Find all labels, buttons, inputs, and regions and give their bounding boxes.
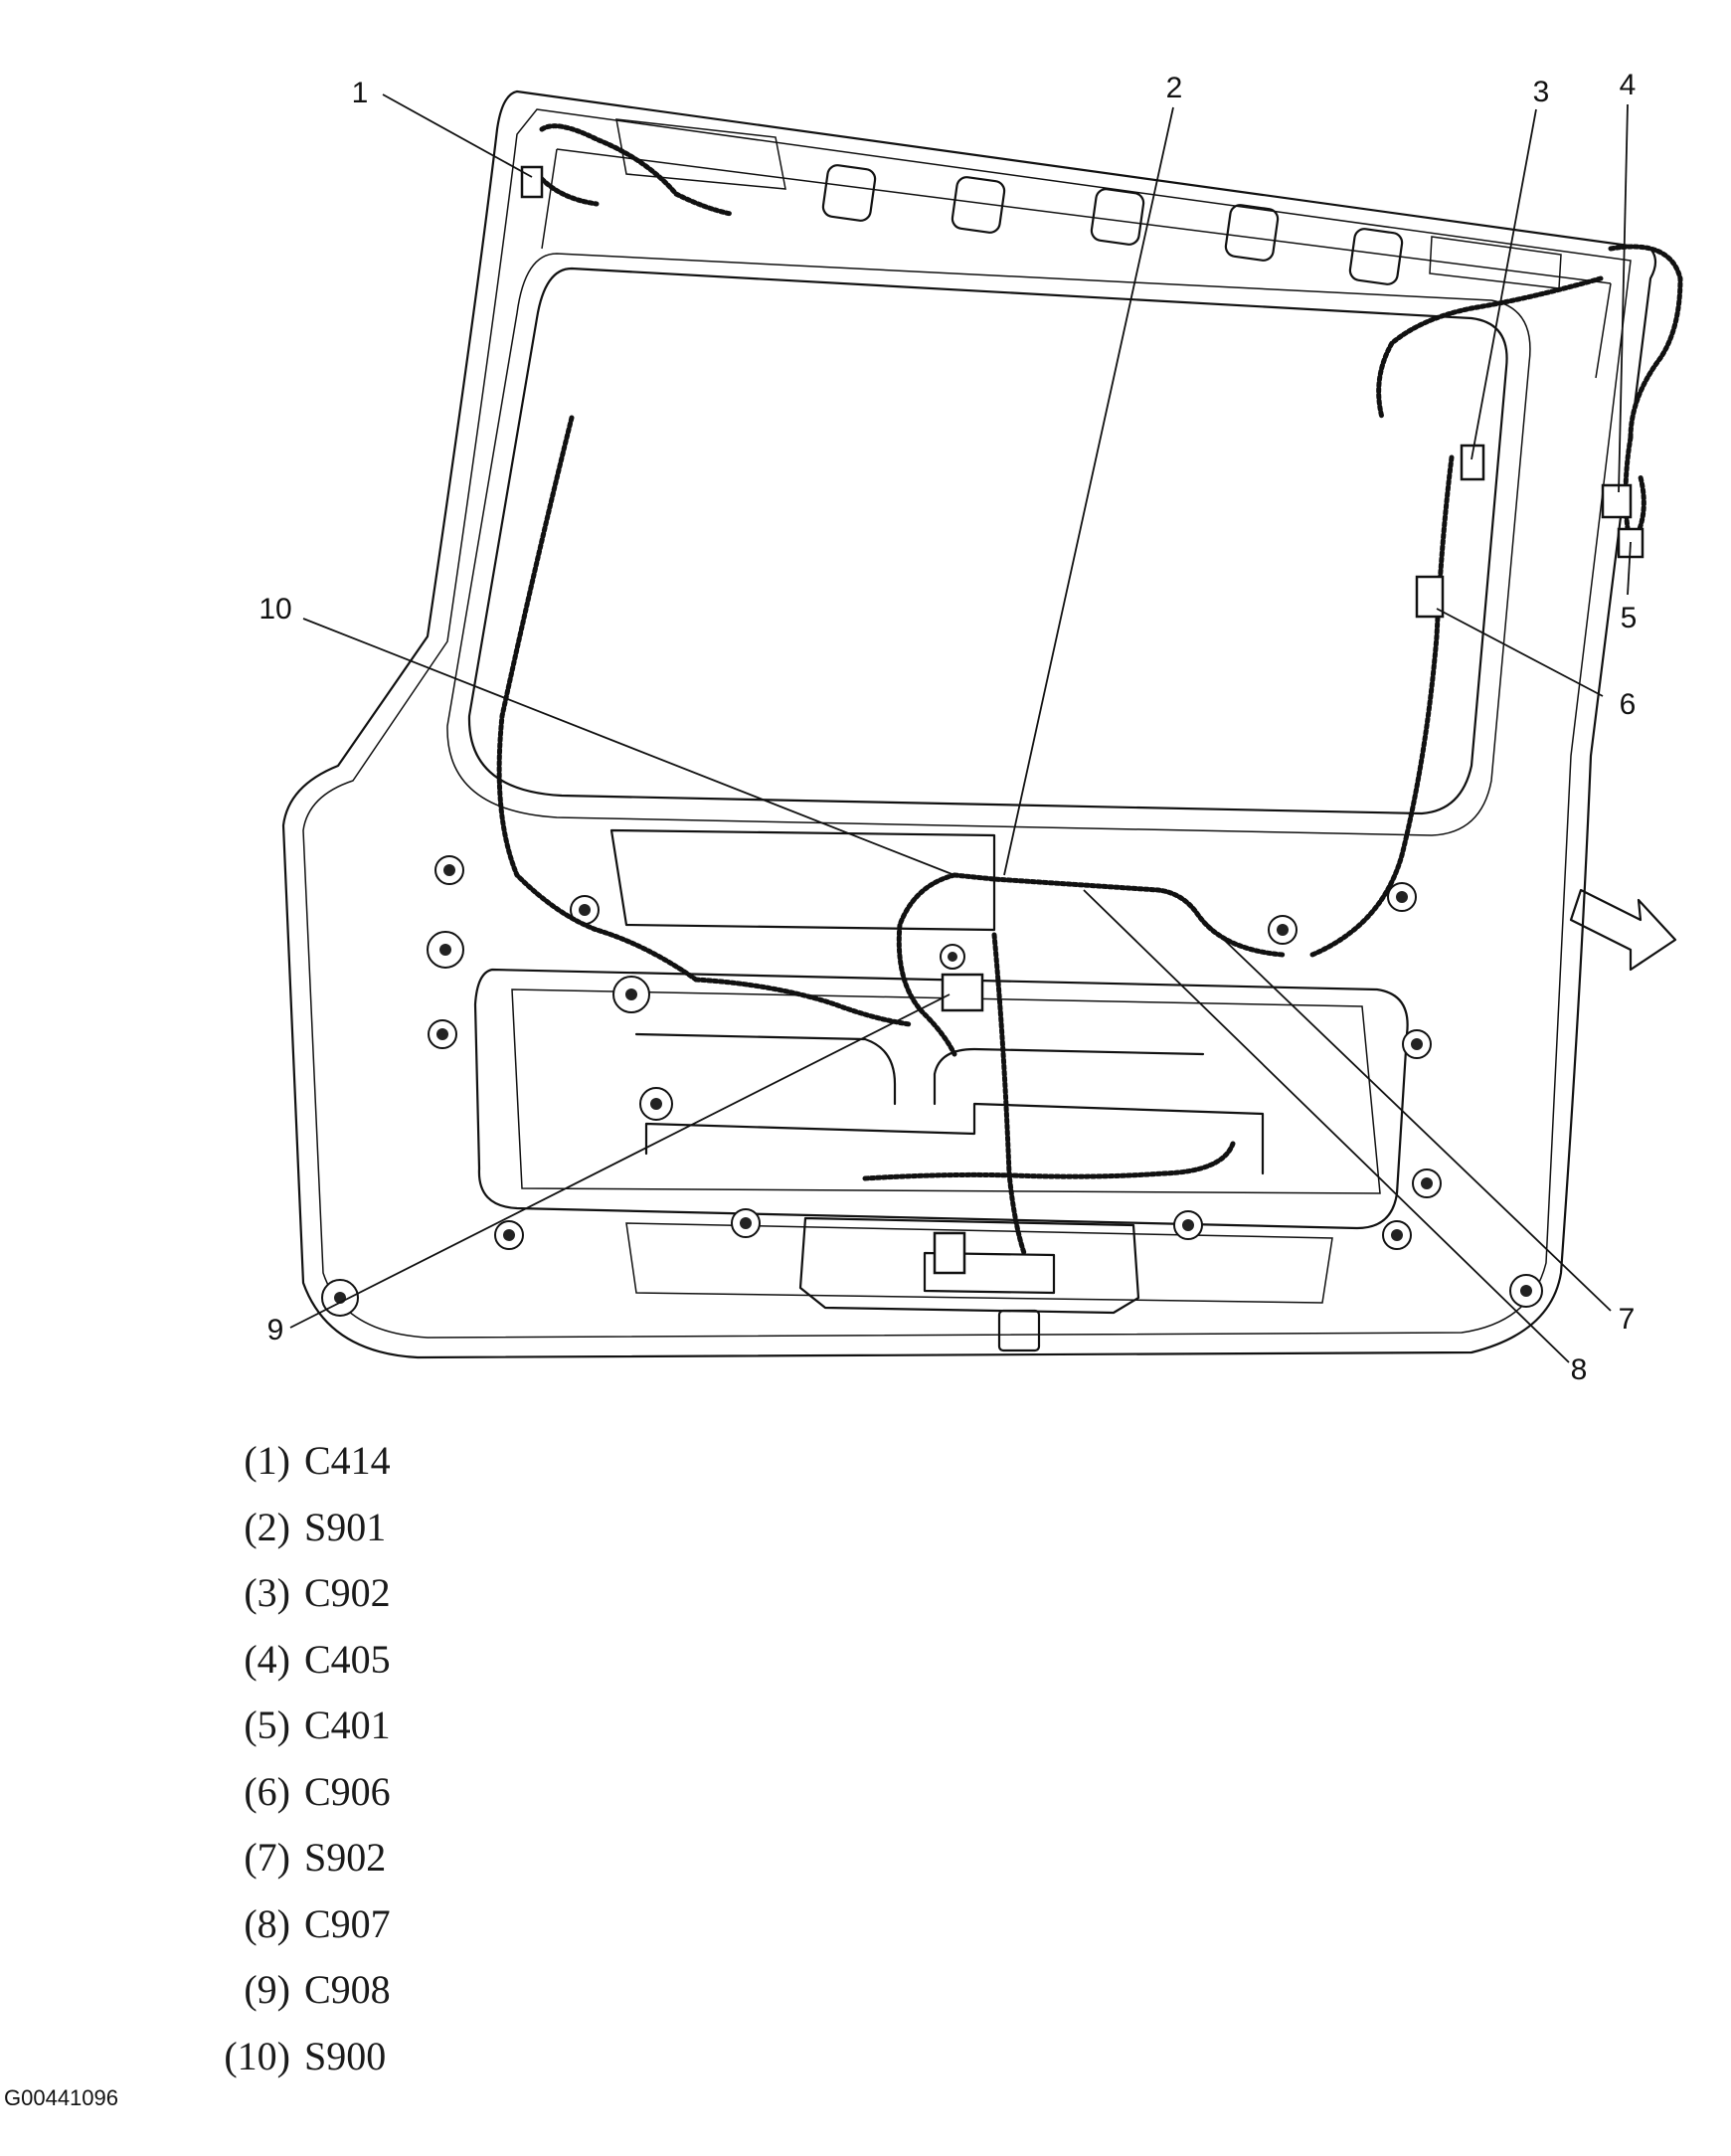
bolt [1382, 1220, 1412, 1250]
callout-4: 4 [1620, 69, 1637, 101]
bolt [940, 944, 965, 970]
legend-code: S902 [304, 1835, 387, 1880]
leader-5 [1627, 541, 1632, 596]
legend-item: (2)S901 [244, 1504, 387, 1549]
legend-item: (1)C414 [244, 1438, 391, 1483]
arrow-icon [1569, 888, 1677, 972]
leader-lines [289, 93, 1632, 1363]
legend-code: C908 [304, 1967, 391, 2012]
leader-1 [382, 93, 533, 178]
leader-4 [1618, 103, 1629, 493]
legend-item: (8)C907 [244, 1900, 391, 1946]
callout-numbers: 1 2 3 4 5 6 7 8 9 10 [259, 69, 1637, 1386]
leader-8 [1083, 889, 1570, 1363]
bolt [1173, 1210, 1203, 1240]
legend-code: C414 [304, 1438, 391, 1483]
component-legend: (1)C414 (2)S901 (3)C902 (4)C405 (5)C401 … [199, 1437, 391, 2098]
legend-code: C405 [304, 1636, 391, 1682]
window-glass [446, 253, 1531, 836]
bolt [1509, 1274, 1543, 1308]
fasteners [321, 855, 1543, 1317]
bolt [1268, 915, 1298, 945]
connector-c908-body [941, 973, 984, 1012]
connector-c405-body [1601, 483, 1633, 519]
leader-6 [1436, 608, 1604, 697]
bolt [427, 931, 464, 969]
leader-7 [1197, 914, 1612, 1312]
legend-item: (7)S902 [244, 1835, 387, 1880]
callout-3: 3 [1533, 76, 1550, 108]
legend-code: S900 [304, 2033, 387, 2078]
legend-code: C401 [304, 1703, 391, 1747]
bolt [428, 1019, 457, 1049]
bolt [434, 855, 464, 885]
liftgate-wiring-diagram: 1 2 3 4 5 6 7 8 9 10 [259, 69, 1683, 1386]
legend-code: C907 [304, 1900, 391, 1946]
legend-item: (6)C906 [244, 1768, 391, 1814]
legend-item: (10)S900 [224, 2033, 387, 2078]
bolt [639, 1087, 673, 1121]
callout-2: 2 [1166, 72, 1183, 104]
legend-item: (5)C401 [244, 1703, 391, 1747]
callout-6: 6 [1620, 688, 1637, 721]
leader-10 [302, 618, 955, 876]
bolt [1387, 882, 1417, 912]
connector-latch-body [933, 1231, 966, 1275]
legend-code: C906 [304, 1768, 391, 1814]
callout-8: 8 [1571, 1353, 1588, 1386]
legend-item: (4)C405 [244, 1636, 391, 1682]
bolt [321, 1279, 359, 1317]
bolt [612, 976, 650, 1013]
connector-c902-body [1460, 444, 1485, 481]
bolt [1412, 1168, 1442, 1198]
callout-9: 9 [267, 1314, 284, 1347]
latch-assembly [798, 1216, 1140, 1352]
liftgate-outline [281, 90, 1657, 1359]
callout-5: 5 [1621, 602, 1638, 634]
legend-code: C902 [304, 1570, 391, 1615]
leader-9 [289, 993, 951, 1329]
legend-code: S901 [304, 1504, 387, 1549]
bolt [1402, 1029, 1432, 1059]
bolt [731, 1208, 761, 1238]
bolt [494, 1220, 524, 1250]
header-openings [615, 118, 1562, 289]
figure-id: G00441096 [4, 2085, 118, 2110]
callout-1: 1 [352, 77, 369, 109]
legend-item: (9)C908 [244, 1967, 391, 2012]
leader-2 [1003, 106, 1174, 876]
callout-7: 7 [1619, 1303, 1636, 1336]
connector-c414-body [520, 165, 544, 199]
callout-10: 10 [259, 593, 291, 626]
wiring-harness [496, 123, 1683, 1256]
leader-3 [1471, 108, 1537, 460]
legend-item: (3)C902 [244, 1570, 391, 1615]
lower-inner-panel [473, 828, 1409, 1304]
